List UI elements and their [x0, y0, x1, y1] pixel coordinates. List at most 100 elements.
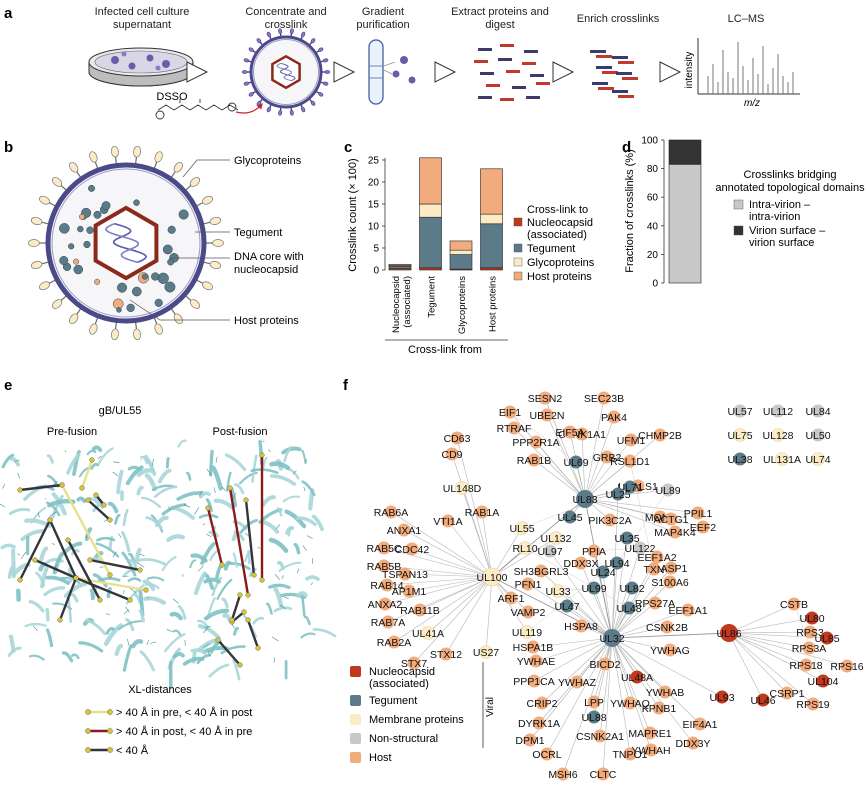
ribbon-loop: [123, 609, 129, 615]
network-node-label: UFM1: [617, 435, 646, 447]
ribbon-loop: [146, 639, 150, 646]
glycoprotein-head: [111, 328, 119, 341]
network-edge: [728, 632, 814, 705]
network-node-label: CHMP2B: [638, 430, 682, 442]
network-edge: [485, 576, 493, 653]
network-node: RSL1D1: [610, 454, 650, 468]
ribbon-loop: [204, 625, 212, 628]
ribbon-segment: [305, 575, 320, 581]
ribbon-segment: [229, 487, 238, 508]
network-node-label: UL82: [619, 583, 644, 595]
network-node: UL94: [604, 556, 630, 570]
crosslink-site: [101, 502, 107, 508]
network-node-label: PFN1: [515, 579, 542, 591]
chart-c-legend-label: Glycoproteins: [527, 257, 595, 269]
chart-c-legend-swatch: [513, 217, 523, 227]
network-node-label: HSPA1B: [513, 642, 554, 654]
network-node-dot: [733, 428, 747, 442]
network-node: EIF5A: [555, 425, 585, 439]
network-node: VTI1A: [433, 514, 463, 528]
ribbon-loop: [137, 562, 145, 568]
ribbon-segment: [103, 623, 123, 646]
network-node: RAB7A: [371, 615, 405, 629]
crosslink-site: [241, 609, 247, 615]
ribbon-segment: [232, 552, 238, 568]
chart-c-ylabel: Crosslink count (× 100): [347, 158, 359, 271]
peptide-mark: [486, 84, 500, 87]
network-legend-label: Host: [369, 752, 392, 764]
crosslink-site: [137, 567, 143, 573]
network-node-dot: [787, 597, 801, 611]
network-edge: [535, 637, 613, 662]
network-node-dot: [377, 541, 391, 555]
network-node: STX12: [430, 647, 462, 661]
network-node-label: VTI1A: [433, 516, 462, 528]
network-node: BICD2: [590, 657, 621, 671]
network-node-dot: [596, 565, 610, 579]
network-hub-edge: [491, 576, 613, 639]
chart-d-legend-title-line1: Crosslinks bridging: [744, 169, 837, 181]
network-edge: [611, 637, 723, 698]
network-node-label: CSNK2A1: [576, 731, 624, 743]
post-fusion-label: Post-fusion: [212, 426, 267, 438]
capsid: [93, 205, 159, 281]
network-edge: [611, 637, 701, 725]
glycoprotein-head: [241, 70, 248, 74]
network-node-label: HSPA8: [564, 621, 598, 633]
network-node: LASP1: [655, 561, 687, 575]
ribbon-segment: [303, 615, 311, 626]
chart-c-bar-segment: [419, 203, 442, 218]
red-arrow-icon: [235, 103, 263, 114]
network-node-label: UL119: [512, 627, 542, 639]
ribbon-segment: [172, 652, 185, 659]
network-node-dot: [780, 686, 794, 700]
network-node-label: EEF1A2: [637, 552, 676, 564]
crosslink-stick: [86, 498, 112, 522]
network-edge: [546, 637, 613, 755]
dsso-label: DSSO: [156, 91, 188, 103]
network-node: UL104: [808, 674, 839, 688]
network-node: UL33: [545, 584, 571, 598]
label-glycoproteins: Glycoproteins: [234, 155, 302, 167]
peptide-mark: [526, 96, 540, 99]
network-node-dot: [387, 635, 401, 649]
network-node-dot: [535, 696, 549, 710]
ribbon-segment: [129, 558, 138, 569]
network-node-dot: [644, 743, 658, 757]
network-edge: [611, 637, 631, 755]
network-node-label: UL45: [557, 512, 582, 524]
crosslink-site: [32, 557, 38, 563]
ms-xlabel: m/z: [744, 98, 760, 109]
network-node-dot: [756, 693, 770, 707]
network-node-dot: [503, 405, 517, 419]
network-edge: [602, 571, 613, 639]
crosslink-stick: [206, 506, 224, 567]
network-node-dot: [405, 542, 419, 556]
network-node: YWHAQ: [610, 696, 650, 710]
glycoprotein-head: [173, 161, 183, 173]
network-node-dot: [507, 421, 521, 435]
network-node-label: AP1M1: [392, 586, 427, 598]
ribbon-loop: [207, 651, 210, 657]
network-node-label: RSL1D1: [610, 456, 650, 468]
network-edge: [535, 441, 586, 500]
network-node-label: DPM1: [515, 735, 544, 747]
network-edge: [390, 511, 493, 578]
crosslink-stick: [60, 483, 112, 577]
panel-label-c: c: [344, 139, 352, 156]
glycoprotein-head: [212, 239, 224, 247]
tegument-protein: [59, 256, 69, 266]
crosslink-site: [79, 485, 85, 491]
network-node-label: UL48: [616, 603, 641, 615]
network-node-label: PIK3C2A: [588, 515, 631, 527]
network-edge: [491, 527, 523, 578]
ribbon-loop: [284, 596, 289, 599]
ribbon-loop: [37, 512, 40, 518]
ribbon-segment: [121, 531, 131, 553]
gradient-tube-icon: [368, 39, 416, 105]
network-edge: [491, 576, 528, 633]
network-node-label: GRB2: [593, 452, 622, 464]
network-node-label: RAB5C: [366, 543, 401, 555]
network-node-dot: [681, 603, 695, 617]
